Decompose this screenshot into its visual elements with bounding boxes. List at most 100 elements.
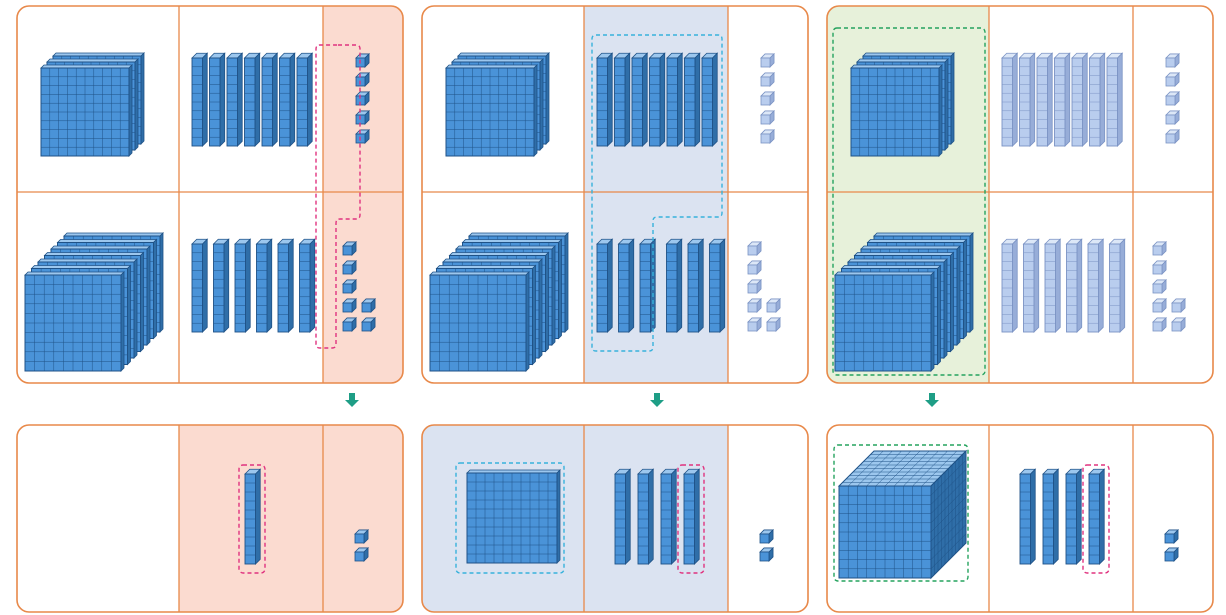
ten-rod bbox=[235, 239, 250, 332]
ones-cube bbox=[1165, 530, 1178, 543]
ones-cube bbox=[362, 299, 375, 312]
hundred-flat bbox=[446, 65, 537, 156]
ten-rod bbox=[1024, 239, 1039, 332]
ones-cube bbox=[1153, 261, 1166, 274]
ten-rod bbox=[280, 53, 295, 146]
ten-rod bbox=[300, 239, 315, 332]
ones-cube bbox=[1153, 299, 1166, 312]
ten-rod bbox=[214, 239, 229, 332]
hundred-flat bbox=[430, 272, 529, 371]
ones-cube bbox=[356, 130, 369, 143]
ten-rod bbox=[684, 469, 699, 564]
hundreds-stack bbox=[446, 53, 549, 156]
ones-cube bbox=[748, 299, 761, 312]
ten-rod bbox=[615, 469, 630, 564]
ten-rod bbox=[192, 53, 207, 146]
ones-cube bbox=[1153, 280, 1166, 293]
ten-rod bbox=[1002, 239, 1017, 332]
ones-cube bbox=[1153, 318, 1166, 331]
ten-rod bbox=[688, 239, 703, 332]
addends-panel bbox=[827, 6, 1213, 383]
result-panel bbox=[422, 425, 808, 612]
down-arrow-icon bbox=[925, 393, 939, 407]
ten-rod bbox=[1088, 239, 1103, 332]
result-panel bbox=[827, 425, 1213, 612]
ones-cube bbox=[1166, 73, 1179, 86]
ten-rod bbox=[632, 53, 647, 146]
thousand-cube bbox=[839, 451, 966, 578]
hundreds-stack bbox=[41, 53, 144, 156]
ones-cube bbox=[761, 111, 774, 124]
ones-cube bbox=[761, 73, 774, 86]
ten-rod bbox=[1072, 53, 1087, 146]
ones-cube bbox=[343, 280, 356, 293]
ten-rod bbox=[1020, 53, 1035, 146]
ones-cube bbox=[356, 92, 369, 105]
ones-cube bbox=[767, 318, 780, 331]
ten-rod bbox=[278, 239, 293, 332]
ones-cube bbox=[1166, 111, 1179, 124]
ones-cube bbox=[1153, 242, 1166, 255]
ones-cube bbox=[1172, 318, 1185, 331]
ten-rod bbox=[597, 53, 612, 146]
ten-rod bbox=[597, 239, 612, 332]
hundred-flat bbox=[835, 272, 934, 371]
ten-rod bbox=[667, 239, 682, 332]
down-arrow-icon bbox=[650, 393, 664, 407]
step-regroup-tens bbox=[422, 6, 808, 612]
ten-rod bbox=[615, 53, 630, 146]
ten-rod bbox=[1055, 53, 1070, 146]
result-panel bbox=[17, 425, 403, 612]
ten-rod bbox=[1043, 469, 1058, 564]
down-arrow-icon bbox=[345, 393, 359, 407]
ten-rod bbox=[1089, 469, 1104, 564]
ones-cube bbox=[760, 548, 773, 561]
ten-rod bbox=[1002, 53, 1017, 146]
ones-cube bbox=[343, 299, 356, 312]
ten-rod bbox=[297, 53, 312, 146]
ten-rod bbox=[1107, 53, 1122, 146]
ones-cube bbox=[355, 548, 368, 561]
ones-cube bbox=[1166, 92, 1179, 105]
ten-rod bbox=[685, 53, 700, 146]
ten-rod bbox=[710, 239, 725, 332]
ten-rod bbox=[245, 469, 260, 564]
ones-cube bbox=[343, 261, 356, 274]
ten-rod bbox=[1110, 239, 1125, 332]
ones-cube bbox=[760, 530, 773, 543]
ones-cube bbox=[761, 54, 774, 67]
ones-cube bbox=[767, 299, 780, 312]
ten-rod bbox=[192, 239, 207, 332]
ten-rod bbox=[1045, 239, 1060, 332]
ones-cube bbox=[356, 111, 369, 124]
hundred-flat bbox=[467, 470, 560, 563]
addends-panel bbox=[422, 6, 808, 383]
ten-rod bbox=[257, 239, 272, 332]
ten-rod bbox=[650, 53, 665, 146]
ones-cube bbox=[1172, 299, 1185, 312]
ones-cube bbox=[356, 73, 369, 86]
ten-rod bbox=[1020, 469, 1035, 564]
ten-rod bbox=[1037, 53, 1052, 146]
ten-rod bbox=[245, 53, 260, 146]
ones-cube bbox=[1166, 130, 1179, 143]
ten-rod bbox=[661, 469, 676, 564]
ten-rod bbox=[1066, 469, 1081, 564]
ones-cube bbox=[761, 130, 774, 143]
ones-cube bbox=[748, 280, 761, 293]
ones-cube bbox=[1166, 54, 1179, 67]
ones-cube bbox=[355, 530, 368, 543]
step-regroup-hundreds bbox=[827, 6, 1213, 612]
ten-rod bbox=[638, 469, 653, 564]
ones-cube bbox=[1165, 548, 1178, 561]
hundred-flat bbox=[41, 65, 132, 156]
ten-rod bbox=[1090, 53, 1105, 146]
ten-rod bbox=[262, 53, 277, 146]
ones-cube bbox=[748, 261, 761, 274]
ten-rod bbox=[1067, 239, 1082, 332]
ten-rod bbox=[667, 53, 682, 146]
ten-rod bbox=[619, 239, 634, 332]
hundred-flat bbox=[851, 65, 942, 156]
addends-panel bbox=[17, 6, 403, 383]
